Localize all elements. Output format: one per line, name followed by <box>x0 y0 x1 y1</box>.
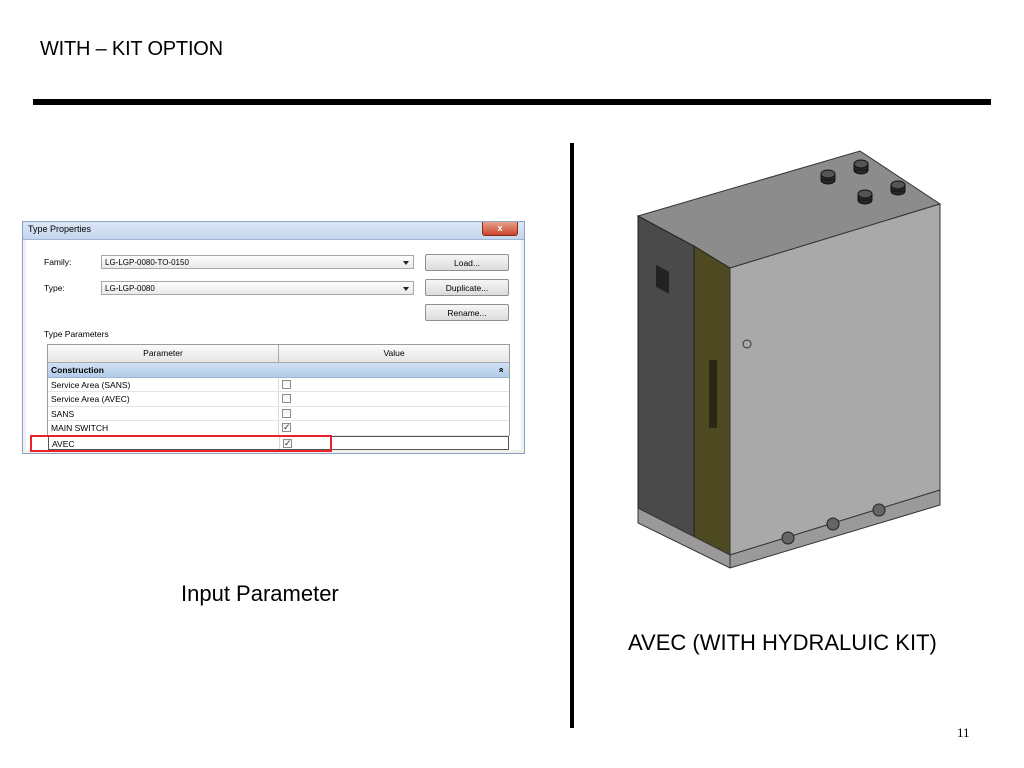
bottom-ports <box>781 503 886 545</box>
type-value: LG-LGP-0080 <box>105 284 155 293</box>
dialog-title: Type Properties <box>28 224 92 234</box>
slide-title: WITH – KIT OPTION <box>40 38 223 60</box>
highlight-box-avec <box>30 435 332 452</box>
type-parameters-label: Type Parameters <box>44 329 109 339</box>
type-properties-dialog: Type Properties x Family: LG-LGP-0080-TO… <box>22 221 525 454</box>
duplicate-button[interactable]: Duplicate... <box>425 279 509 296</box>
chevron-down-icon <box>403 287 409 291</box>
row-parameter-name: MAIN SWITCH <box>51 423 109 434</box>
column-separator <box>279 436 280 449</box>
family-label: Family: <box>44 257 72 267</box>
table-row[interactable]: Service Area (SANS) <box>48 378 509 393</box>
chevron-down-icon <box>403 261 409 265</box>
vertical-divider <box>570 143 574 728</box>
checkbox-service-area-avec[interactable] <box>282 394 291 404</box>
parameters-grid: Parameter Value Construction » Service A… <box>47 344 510 451</box>
group-label: Construction <box>51 365 104 375</box>
grid-header: Parameter Value <box>48 345 509 363</box>
row-parameter-name: AVEC <box>52 438 75 449</box>
caption-input-parameter: Input Parameter <box>181 581 339 606</box>
family-dropdown[interactable]: LG-LGP-0080-TO-0150 <box>101 255 414 269</box>
pipe-stubs <box>820 159 906 205</box>
type-label: Type: <box>44 283 65 293</box>
load-button[interactable]: Load... <box>425 254 509 271</box>
dialog-titlebar: Type Properties x <box>23 222 524 240</box>
table-row[interactable]: MAIN SWITCH <box>48 421 509 436</box>
table-row[interactable]: Service Area (AVEC) <box>48 392 509 407</box>
dialog-body: Family: LG-LGP-0080-TO-0150 Type: LG-LGP… <box>26 240 521 451</box>
family-value: LG-LGP-0080-TO-0150 <box>105 258 189 267</box>
rename-button[interactable]: Rename... <box>425 304 509 321</box>
title-rule <box>33 99 991 105</box>
checkbox-avec[interactable] <box>283 437 292 451</box>
column-separator <box>278 406 279 421</box>
checkbox-main-switch[interactable] <box>282 421 291 435</box>
side-logo <box>656 264 669 294</box>
cabinet-side <box>637 215 695 538</box>
row-parameter-name: SANS <box>51 408 75 419</box>
close-icon[interactable]: x <box>482 222 518 236</box>
column-header-value[interactable]: Value <box>383 348 405 358</box>
column-header-parameter[interactable]: Parameter <box>48 345 279 362</box>
checkbox-sans[interactable] <box>282 408 291 418</box>
row-parameter-name: Service Area (AVEC) <box>51 394 130 405</box>
row-parameter-name: Service Area (SANS) <box>51 380 131 390</box>
door-knob-icon <box>742 339 752 349</box>
strip-logo <box>709 360 717 428</box>
page-number: 11 <box>957 725 970 740</box>
column-separator <box>278 421 279 435</box>
column-separator <box>278 378 279 392</box>
collapse-icon[interactable]: » <box>495 367 506 373</box>
checkbox-service-area-sans[interactable] <box>282 380 291 389</box>
column-separator <box>278 392 279 406</box>
caption-avec-kit: AVEC (WITH HYDRALUIC KIT) <box>628 630 937 655</box>
type-dropdown[interactable]: LG-LGP-0080 <box>101 281 414 295</box>
avec-cabinet-image <box>636 150 942 569</box>
table-row[interactable]: SANS <box>48 406 509 422</box>
group-row-construction[interactable]: Construction » <box>48 363 509 378</box>
